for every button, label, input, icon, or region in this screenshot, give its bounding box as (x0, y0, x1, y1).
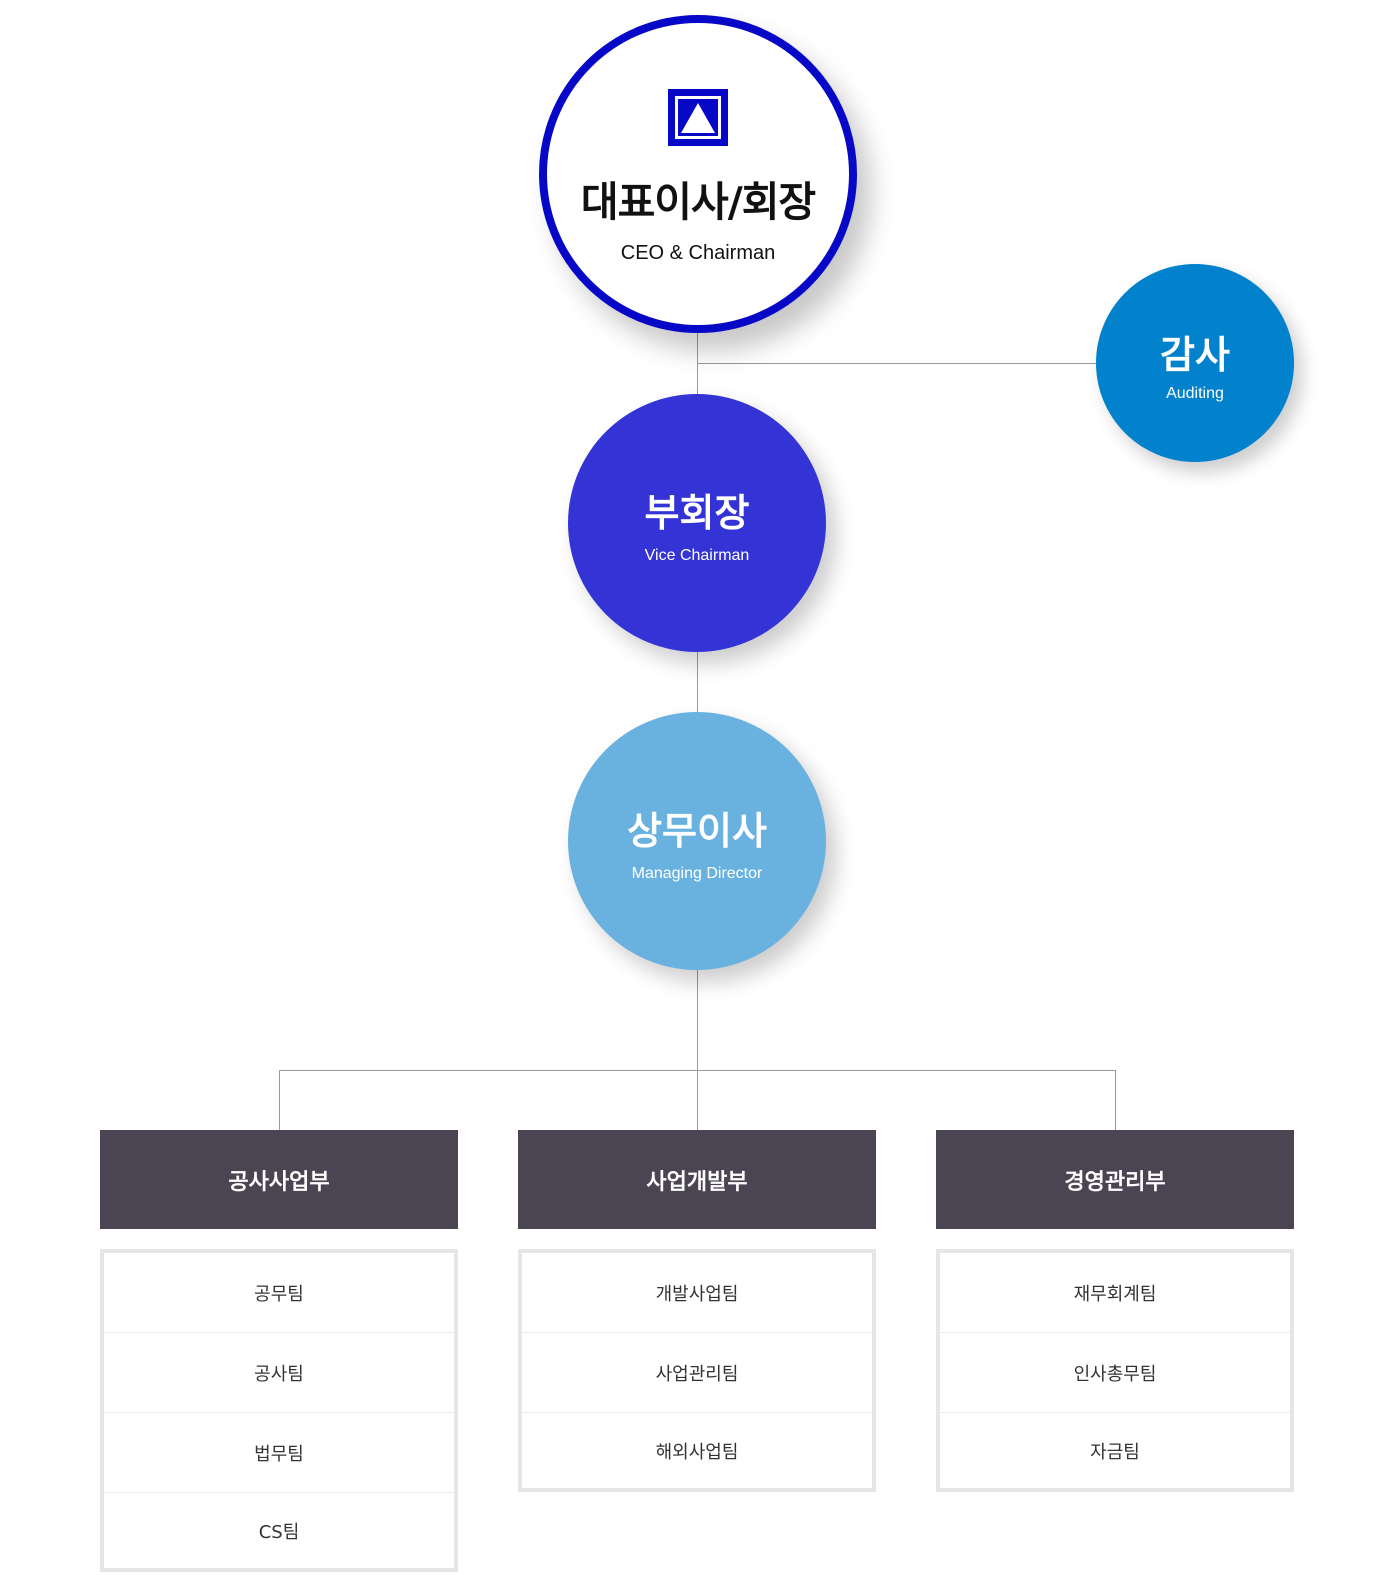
connector-vice-md (697, 652, 698, 712)
md-title-en: Managing Director (631, 864, 763, 882)
team-item: 인사총무팀 (940, 1333, 1290, 1413)
audit-title-kr: 감사 (1160, 332, 1230, 377)
team-item: 사업관리팀 (522, 1333, 872, 1413)
audit-title-en: Auditing (1166, 384, 1224, 402)
team-item: 재무회계팀 (940, 1253, 1290, 1333)
dept-team-list-business-development: 개발사업팀 사업관리팀 해외사업팀 (518, 1249, 876, 1492)
connector-dept-3 (1115, 1070, 1116, 1130)
team-item: 개발사업팀 (522, 1253, 872, 1333)
team-item: 자금팀 (1090, 1441, 1140, 1463)
md-title-kr: 상무이사 (627, 808, 767, 853)
team-item: 공사팀 (104, 1333, 454, 1413)
dept-head-business-development: 사업개발부 (518, 1130, 876, 1229)
vice-title-en: Vice Chairman (644, 546, 750, 564)
connector-ceo-audit (697, 363, 1097, 364)
team-item: 공무팀 (104, 1253, 454, 1333)
dept-head-management: 경영관리부 (936, 1130, 1294, 1229)
dept-head-construction: 공사사업부 (100, 1130, 458, 1229)
vice-chairman-node: 부회장 Vice Chairman (568, 394, 826, 652)
ceo-title-kr: 대표이사/회장 (580, 178, 816, 226)
dept-team-list-management: 재무회계팀 인사총무팀 자금팀 (936, 1249, 1294, 1492)
team-item: CS팀 (258, 1521, 300, 1543)
managing-director-node: 상무이사 Managing Director (568, 712, 826, 970)
vice-title-kr: 부회장 (644, 490, 750, 535)
connector-dept-1 (279, 1070, 280, 1130)
connector-dept-bar (279, 1070, 1116, 1071)
connector-md-depts (697, 970, 698, 1130)
team-item: 해외사업팀 (655, 1441, 739, 1463)
team-item: 법무팀 (104, 1413, 454, 1493)
ceo-title-en: CEO & Chairman (620, 242, 776, 264)
audit-node: 감사 Auditing (1096, 264, 1294, 462)
ceo-node: 대표이사/회장 CEO & Chairman (539, 15, 857, 333)
dept-team-list-construction: 공무팀 공사팀 법무팀 CS팀 (100, 1249, 458, 1572)
company-logo-icon (668, 89, 728, 146)
